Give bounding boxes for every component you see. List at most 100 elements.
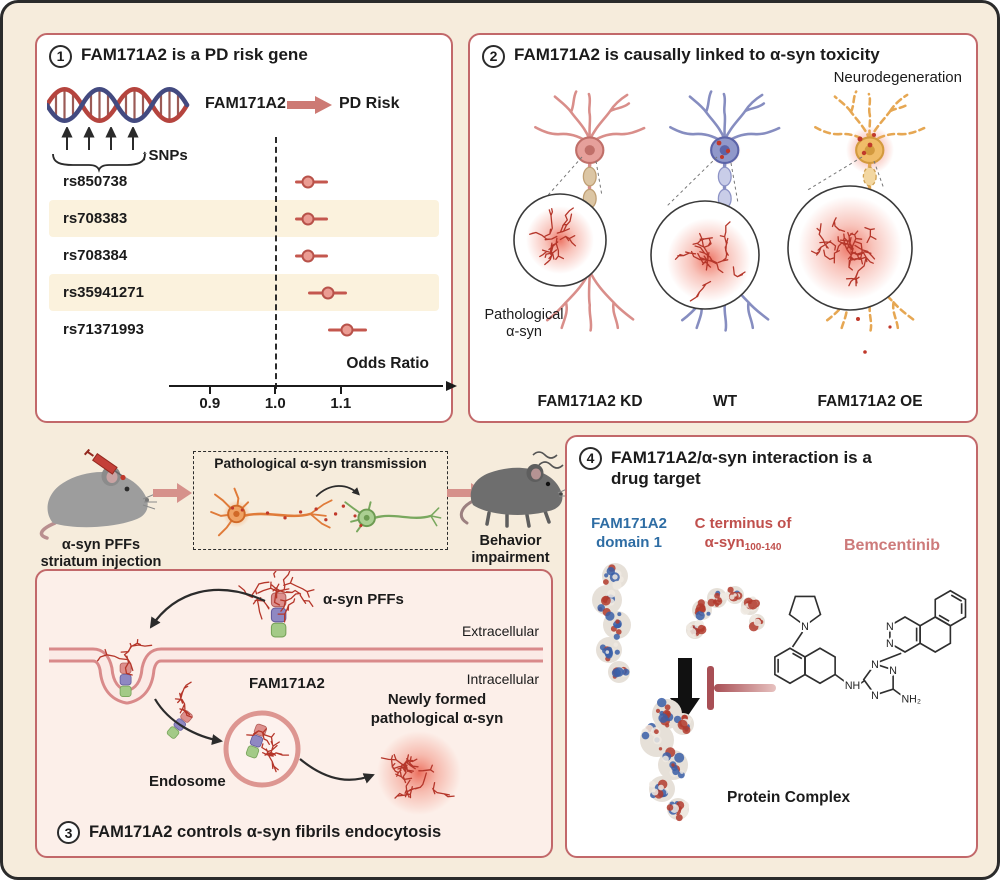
odds-ratio-point	[301, 249, 315, 262]
new-aggregate	[377, 731, 461, 815]
fam171a2-domain1-label: FAM171A2 domain 1	[591, 515, 667, 551]
neurodegeneration-label: Neurodegeneration	[833, 69, 962, 86]
endosome	[223, 710, 301, 788]
fibril-cluster	[810, 217, 877, 287]
endosome-label: Endosome	[149, 773, 226, 790]
condition-label-kd: FAM171A2 KD	[537, 393, 643, 410]
fibril-cluster	[674, 221, 746, 302]
snp-up-arrows-icon	[61, 127, 139, 150]
extracellular-label: Extracellular	[461, 623, 539, 639]
pff-receptor-complex	[238, 571, 315, 638]
axis-line	[169, 385, 443, 388]
endocytosis-illustration	[49, 571, 543, 815]
protein-domain1-structure	[592, 563, 631, 683]
axis-tick-label: 1.1	[330, 395, 352, 412]
panel-3-number-badge: 3	[57, 821, 80, 844]
inhibition-tee-icon	[707, 666, 776, 710]
atom-label: N	[886, 638, 894, 650]
newly-formed-label: Newly formed pathological α-syn	[370, 691, 504, 727]
odds-ratio-point	[321, 286, 335, 299]
panel-1-title: 1 FAM171A2 is a PD risk gene	[49, 45, 443, 68]
bemcentinib-structure: N NH N N N NH₂ N N	[774, 589, 967, 708]
snp-label: rs71371993	[63, 321, 144, 338]
behavior-label: Behavior impairment	[471, 533, 550, 566]
atom-label: N	[889, 665, 897, 677]
axis-tick	[208, 387, 211, 394]
flow-arrow-icon	[153, 483, 192, 503]
forest-row: rs71371993	[49, 311, 439, 348]
snps-label: ↑SNPs	[141, 147, 188, 164]
syringe-icon	[83, 449, 126, 481]
odds-ratio-point	[340, 323, 354, 336]
forest-row: rs708384	[49, 237, 439, 274]
odds-ratio-axis-label: Odds Ratio	[346, 355, 429, 372]
panel-2-title-text: FAM171A2 is causally linked to α-syn tox…	[514, 45, 880, 64]
atom-label: N	[801, 621, 809, 633]
axis-tick	[274, 387, 277, 394]
asyn-cterm-structure	[686, 586, 765, 639]
intracellular-label: Intracellular	[466, 671, 539, 687]
condition-label-wt: WT	[712, 393, 738, 410]
snp-label: rs708384	[63, 247, 128, 264]
oe-aggregate-dots	[848, 133, 892, 354]
odds-ratio-point	[301, 175, 315, 188]
pathological-asyn-label: Pathological α-syn	[484, 307, 564, 341]
snps-label-text: SNPs	[148, 147, 188, 164]
internalized-receptor	[165, 681, 194, 740]
asyn-specks	[230, 504, 363, 528]
protein-complex-structure	[640, 697, 694, 822]
forest-axis: 0.9 1.0 1.1	[169, 380, 457, 415]
drug-target-illustration: N NH N N N NH₂ N N	[592, 563, 967, 822]
forest-row: rs708383	[49, 200, 439, 237]
axis-tick-label: 0.9	[199, 395, 221, 412]
in-vivo-workflow: α-syn PFFs striatum injection Pathologic…	[35, 427, 568, 570]
fam171a2-label: FAM171A2	[249, 675, 325, 692]
panel-4-title-line1: FAM171A2/α-syn interaction is a	[611, 448, 872, 467]
fibril-cluster	[529, 207, 577, 266]
neurons-illustration	[513, 89, 926, 354]
panel-2-asyn-toxicity: 2 FAM171A2 is causally linked to α-syn t…	[468, 33, 978, 423]
mouse-injection-icon	[39, 449, 157, 540]
panel-4-title-line2: drug target	[611, 469, 701, 489]
odds-ratio-point	[301, 212, 315, 225]
cterminus-label: C terminus of α-syn100-140	[694, 515, 792, 553]
panel-1-title-text: FAM171A2 is a PD risk gene	[81, 45, 308, 64]
protein-complex-label: Protein Complex	[727, 789, 851, 806]
axis-tick-label: 1.0	[264, 395, 286, 412]
mouse-tail	[39, 521, 57, 540]
panel-4-drug-target: 4 FAM171A2/α-syn interaction is a drug t…	[565, 435, 978, 858]
transmission-box: Pathological α-syn transmission	[193, 451, 448, 550]
up-arrow-icon: ↑	[141, 147, 149, 164]
panel-2-title: 2 FAM171A2 is causally linked to α-syn t…	[482, 45, 968, 68]
asyn-pffs-label: α-syn PFFs	[323, 591, 404, 608]
panel-3-endocytosis: α-syn PFFs Extracellular Intracellular F…	[35, 569, 553, 858]
panel-4-title: 4 FAM171A2/α-syn interaction is a drug t…	[579, 447, 968, 490]
neuron-transmission-icon	[210, 485, 442, 537]
axis-tick	[339, 387, 342, 394]
atom-label: N	[886, 621, 894, 633]
neuron-oe	[813, 89, 926, 333]
snp-brace-icon	[52, 153, 146, 173]
axis-arrowhead-icon	[446, 380, 457, 391]
transmission-arrow	[315, 485, 360, 498]
forest-row: rs35941271	[49, 274, 439, 311]
pit-receptor	[96, 639, 153, 697]
forest-row: rs850738	[49, 163, 439, 200]
dna-helix-icon	[47, 87, 190, 123]
atom-label: N	[871, 690, 879, 702]
bemcentinib-label: Bemcentinib	[843, 537, 940, 554]
snp-label: rs35941271	[63, 284, 144, 301]
atom-label: NH₂	[902, 694, 921, 706]
risk-arrow-icon	[287, 96, 332, 114]
motion-lines-icon	[532, 451, 564, 469]
atom-label: NH	[845, 680, 860, 692]
gene-label: FAM171A2	[205, 95, 286, 112]
neuron-kd	[533, 89, 646, 333]
panel-3-title-text: FAM171A2 controls α-syn fibrils endocyto…	[89, 823, 442, 841]
atom-label: N	[871, 659, 879, 671]
panel-2-number-badge: 2	[482, 45, 505, 68]
zoom-inset-oe	[787, 185, 913, 311]
pd-risk-label: PD Risk	[339, 95, 400, 112]
transmission-label: Pathological α-syn transmission	[214, 456, 427, 471]
